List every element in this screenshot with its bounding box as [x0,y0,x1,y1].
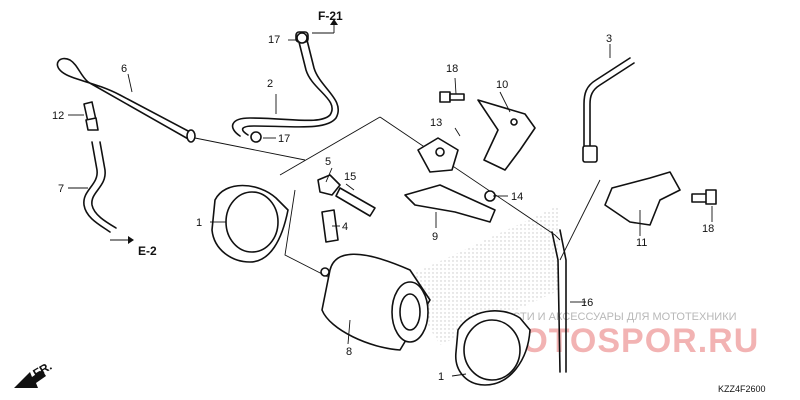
callout-13: 13 [430,117,442,129]
group-outline-right [559,179,601,261]
bolt-18-lower [691,189,717,205]
front-arrow-icon [14,370,46,388]
bolt-18-upper [439,91,465,103]
callout-18-upper: 18 [446,63,458,75]
callout-8: 8 [346,346,352,358]
tube-15 [335,187,376,217]
solenoid-13 [417,137,459,173]
callout-16: 16 [581,297,593,309]
watermark-caption: ЧАСТИ И АКСЕССУАРЫ ДЛЯ МОТОТЕХНИКИ [498,311,737,323]
callout-18-lower: 18 [702,223,714,235]
bracket-9 [404,184,496,223]
clip-17-top [296,32,308,44]
joint-5 [317,174,341,196]
clip-17-bottom [250,131,262,143]
watermark-shade [400,205,560,345]
callout-14: 14 [511,191,523,203]
arrow-right-icon [128,236,134,244]
callout-1-lower: 1 [438,371,444,383]
canister-8 [320,253,431,351]
group-outline-hose [189,136,306,161]
ref-f21-label: F-21 [318,9,343,23]
callout-6: 6 [121,63,127,75]
bracket-10 [477,99,536,171]
leader-lines [68,39,713,377]
arrow-up-icon [330,19,338,25]
hose-2 [231,31,339,137]
pipe-3 [582,57,635,163]
group-outline-left [284,189,331,279]
callout-5: 5 [325,156,331,168]
callout-12: 12 [52,110,64,122]
callout-7: 7 [58,183,64,195]
callout-10: 10 [496,79,508,91]
callout-4: 4 [342,221,348,233]
hose-4 [321,209,339,243]
watermark-logo: MOTOSPOR.RU [492,322,759,360]
bracket-11 [604,171,681,226]
fitting-12 [83,101,99,131]
callout-labels: 6 12 7 2 17 17 1 5 15 4 8 13 18 10 9 14 … [52,33,714,383]
callout-3: 3 [606,33,612,45]
tube-16 [551,229,567,373]
holder-1-upper [211,184,289,263]
callout-15: 15 [344,171,356,183]
callout-17-top: 17 [268,34,280,46]
group-outline-left-top [279,116,381,176]
watermark: ЧАСТИ И АКСЕССУАРЫ ДЛЯ МОТОТЕХНИКИ MOTOS… [400,205,759,360]
holder-1-lower [455,310,531,386]
callout-11: 11 [636,237,647,249]
callout-2: 2 [267,78,273,90]
callout-9: 9 [432,231,438,243]
hose-6 [56,57,196,143]
ref-f21: F-21 [312,9,343,34]
ref-e2-label: E-2 [138,244,157,258]
ref-e2: E-2 [110,236,157,258]
diagram-code: KZZ4F2600 [718,384,766,394]
callout-17-bottom: 17 [278,133,290,145]
callout-1-upper: 1 [196,217,202,229]
tube-7 [83,141,117,233]
front-indicator: FR. [14,359,54,388]
